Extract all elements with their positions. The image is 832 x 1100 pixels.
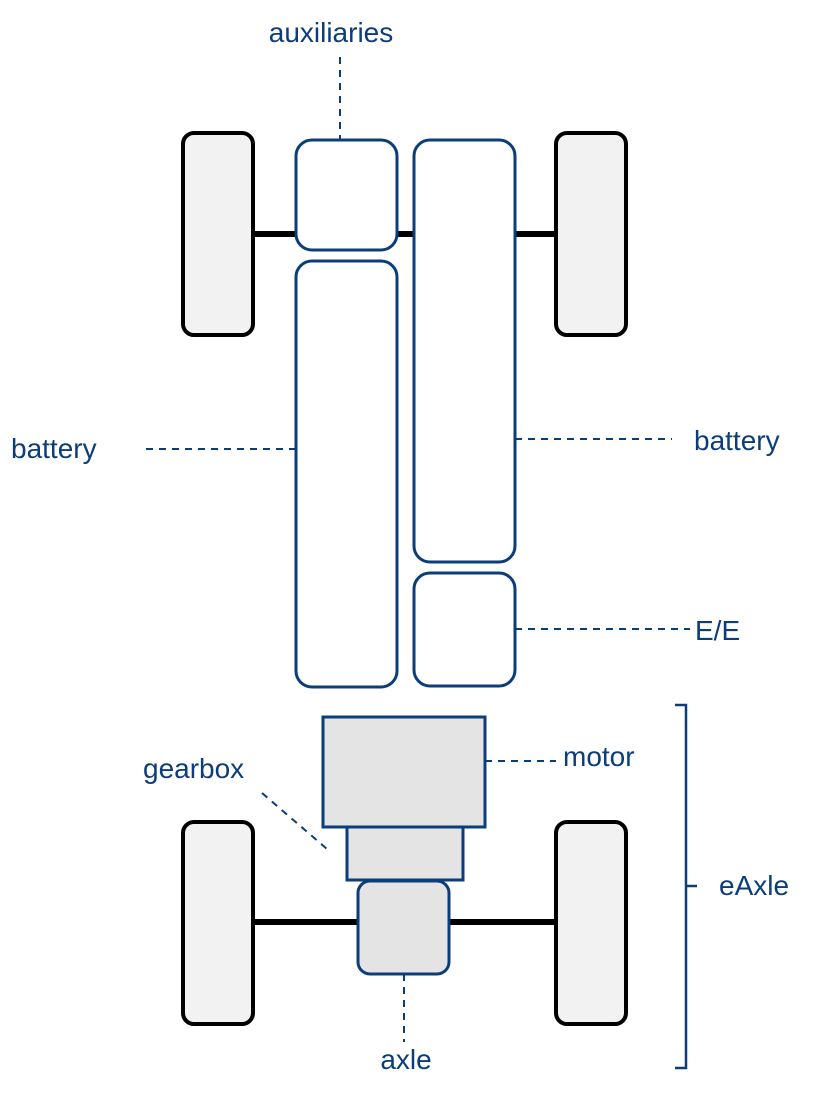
rear-right-wheel xyxy=(554,820,628,1026)
auxiliaries-box xyxy=(294,138,399,252)
front-right-wheel xyxy=(554,131,628,337)
battery-right-box xyxy=(412,138,517,564)
axle-label: axle xyxy=(380,1044,431,1075)
battery-left-box xyxy=(294,259,399,689)
gearbox-leader-line xyxy=(261,792,328,850)
eaxle-bracket xyxy=(675,703,697,1070)
battery-left-label: battery xyxy=(11,433,97,464)
front-left-wheel xyxy=(181,131,255,337)
motor-box xyxy=(321,715,487,829)
eaxle-label: eAxle xyxy=(719,870,789,901)
ee-label: E/E xyxy=(695,615,740,646)
ee-box xyxy=(412,571,517,688)
auxiliaries-label: auxiliaries xyxy=(269,17,394,48)
battery-right-label: battery xyxy=(694,425,780,456)
rear-left-wheel xyxy=(181,820,255,1026)
motor-label: motor xyxy=(563,741,635,772)
axle-box xyxy=(356,879,451,976)
gearbox-box xyxy=(345,825,465,882)
gearbox-label: gearbox xyxy=(143,753,244,784)
